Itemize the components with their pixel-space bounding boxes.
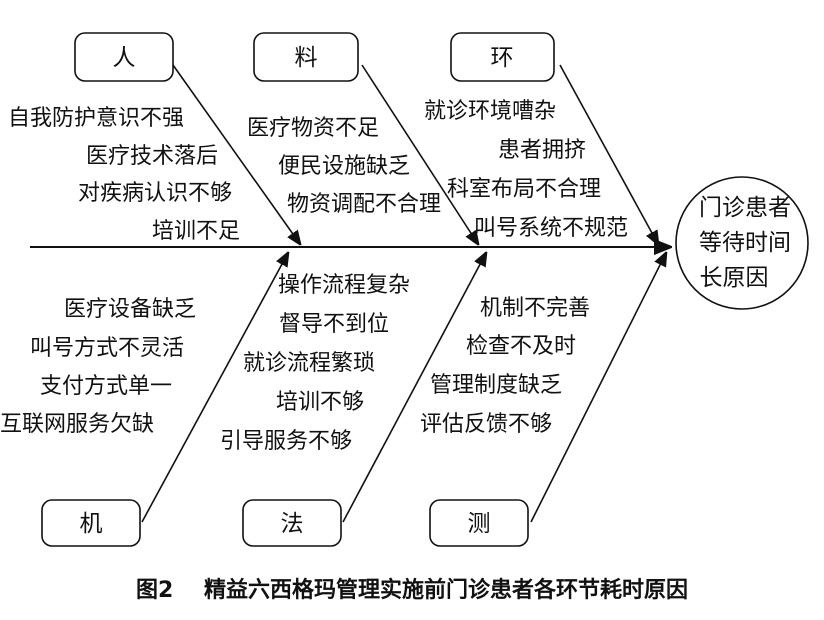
category-liao-label: 料 [295, 45, 318, 71]
bone-liao [361, 64, 478, 244]
cause-huan-4: 叫号系统不规范 [474, 216, 628, 241]
causes-ren: 自我防护意识不强 医疗技术落后 对疾病认识不够 培训不足 [8, 106, 240, 244]
category-liao: 料 [253, 32, 359, 82]
cause-liao-2: 便民设施缺乏 [278, 154, 410, 179]
bone-fa [342, 253, 486, 523]
effect-node: 门诊患者 等待时间 长原因 [675, 176, 809, 310]
bone-huan [559, 64, 658, 244]
bone-ce [530, 253, 666, 523]
cause-liao-1: 医疗物资不足 [247, 116, 379, 141]
category-ren-label: 人 [113, 45, 136, 71]
category-ji: 机 [41, 499, 141, 547]
causes-liao: 医疗物资不足 便民设施缺乏 物资调配不合理 [247, 116, 441, 217]
cause-huan-2: 患者拥挤 [498, 138, 586, 163]
bone-ji [141, 253, 288, 523]
cause-fa-2: 督导不到位 [279, 312, 389, 337]
cause-ji-3: 支付方式单一 [40, 374, 172, 399]
cause-ji-4: 互联网服务欠缺 [0, 412, 154, 437]
cause-fa-4: 培训不够 [276, 390, 364, 415]
effect-line-3: 长原因 [700, 265, 769, 291]
causes-fa: 操作流程复杂 督导不到位 就诊流程繁琐 培训不够 引导服务不够 [220, 273, 410, 454]
category-ce: 测 [429, 499, 529, 547]
causes-huan: 就诊环境嘈杂 患者拥挤 科室布局不合理 叫号系统不规范 [424, 99, 628, 241]
category-huan: 环 [450, 32, 555, 82]
cause-fa-1: 操作流程复杂 [278, 273, 410, 298]
effect-line-1: 门诊患者 [699, 195, 791, 221]
cause-fa-5: 引导服务不够 [220, 429, 352, 454]
caption-figure-number: 图2 [136, 578, 173, 603]
cause-ce-4: 评估反馈不够 [420, 412, 552, 437]
caption-title: 精益六西格玛管理实施前门诊患者各环节耗时原因 [204, 577, 688, 603]
causes-ji: 医疗设备缺乏 叫号方式不灵活 支付方式单一 互联网服务欠缺 [0, 297, 196, 437]
cause-ren-3: 对疾病认识不够 [78, 181, 232, 206]
category-fa-label: 法 [281, 511, 304, 537]
cause-fa-3: 就诊流程繁琐 [243, 351, 375, 376]
cause-ji-2: 叫号方式不灵活 [30, 336, 184, 361]
category-ren: 人 [74, 32, 174, 82]
cause-ren-2: 医疗技术落后 [86, 144, 218, 169]
cause-liao-3: 物资调配不合理 [287, 192, 441, 217]
category-ji-label: 机 [80, 511, 103, 537]
causes-ce: 机制不完善 检查不及时 管理制度缺乏 评估反馈不够 [420, 296, 590, 437]
category-ce-label: 测 [468, 511, 491, 537]
category-fa: 法 [242, 499, 342, 547]
figure-caption: 图2 精益六西格玛管理实施前门诊患者各环节耗时原因 [136, 577, 688, 603]
effect-line-2: 等待时间 [699, 230, 791, 256]
cause-ce-2: 检查不及时 [466, 334, 576, 359]
cause-ren-1: 自我防护意识不强 [8, 106, 184, 131]
cause-huan-1: 就诊环境嘈杂 [424, 99, 556, 124]
cause-ce-3: 管理制度缺乏 [430, 373, 562, 398]
cause-huan-3: 科室布局不合理 [447, 177, 601, 202]
cause-ji-1: 医疗设备缺乏 [64, 297, 196, 322]
category-huan-label: 环 [491, 45, 514, 71]
cause-ce-1: 机制不完善 [480, 296, 590, 321]
cause-ren-4: 培训不足 [152, 219, 240, 244]
bone-ren [172, 64, 300, 244]
